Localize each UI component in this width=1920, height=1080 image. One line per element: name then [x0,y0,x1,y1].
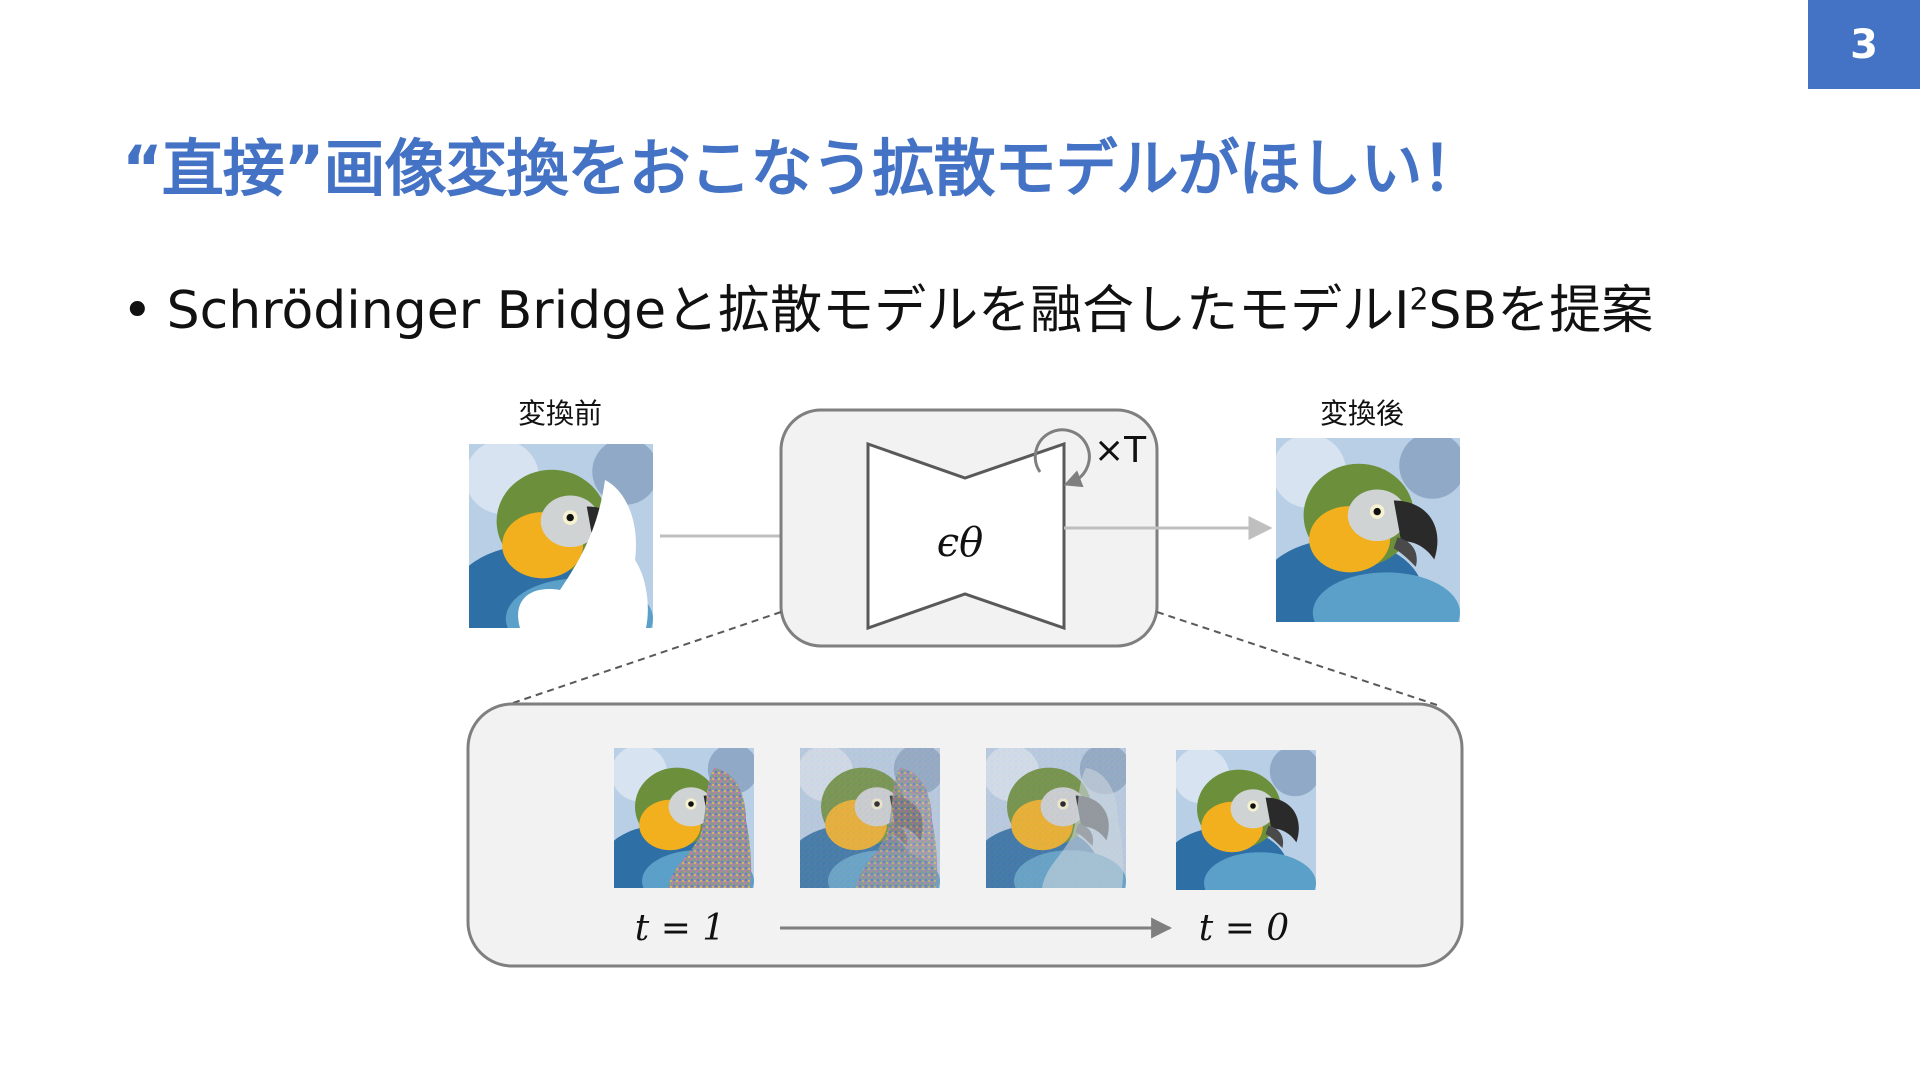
t-start-label: t = 1 [635,908,725,949]
network-label: ϵθ [937,520,983,566]
before-image [469,444,653,628]
step-image-3 [986,748,1126,888]
bullet-text-after: SBを提案 [1428,281,1654,341]
after-label: 変換後 [1320,397,1405,430]
bullet-text-before: Schrödinger Bridgeと拡散モデルを融合したモデルI [166,281,1410,341]
step-image-4 [1176,750,1316,890]
page-number: 3 [1808,0,1920,89]
bullet-point: •Schrödinger Bridgeと拡散モデルを融合したモデルI2SBを提案 [122,268,1653,343]
before-label: 変換前 [518,397,603,430]
zoom-line-right [1156,611,1441,707]
bullet-superscript: 2 [1409,282,1429,318]
bullet-dot: • [122,281,153,341]
unet-shape [866,441,1066,631]
step-image-2 [800,748,940,888]
step-image-1 [614,748,754,888]
t-end-label: t = 0 [1199,908,1289,949]
loop-icon [1033,428,1091,488]
slide-title: “直接”画像変換をおこなう拡散モデルがほしい！ [122,132,1483,205]
loop-label: ×T [1094,430,1147,471]
after-image [1276,438,1460,622]
